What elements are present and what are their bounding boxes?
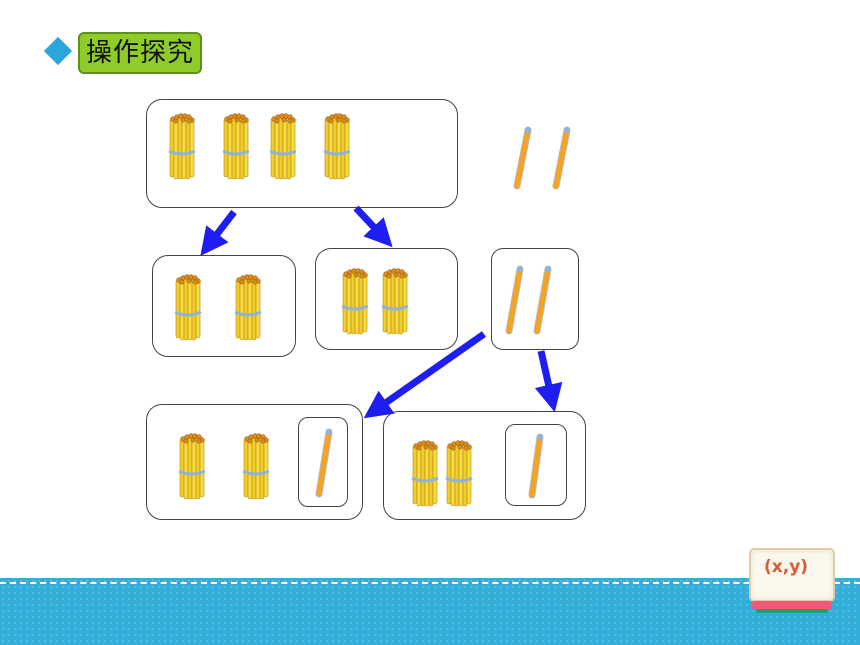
tens-split-right-group [315, 248, 458, 350]
footer-band [0, 578, 860, 645]
single-stick-box [505, 424, 567, 506]
single-stick-box [298, 417, 348, 507]
ones-group [491, 248, 579, 350]
total-bundles-group [146, 99, 458, 208]
arrow-to-right-result [534, 350, 563, 413]
footer-dashed-line [0, 582, 860, 584]
arrow-to-left-tens [200, 209, 237, 257]
single-stick-icon [315, 428, 333, 498]
coordinate-logo: (x,y) [748, 545, 836, 615]
tens-split-left-group [152, 255, 296, 357]
page-title: 操作探究 [78, 32, 203, 74]
single-sticks-icon [513, 126, 571, 190]
result-left-group [146, 404, 363, 520]
result-right-group [383, 411, 586, 520]
arrow-to-left-result [363, 331, 487, 419]
single-stick-icon [528, 433, 544, 499]
logo-board-icon [749, 548, 835, 613]
logo-text: (x,y) [764, 557, 809, 577]
arrow-to-right-tens [353, 205, 393, 248]
single-sticks-icon [505, 265, 552, 335]
